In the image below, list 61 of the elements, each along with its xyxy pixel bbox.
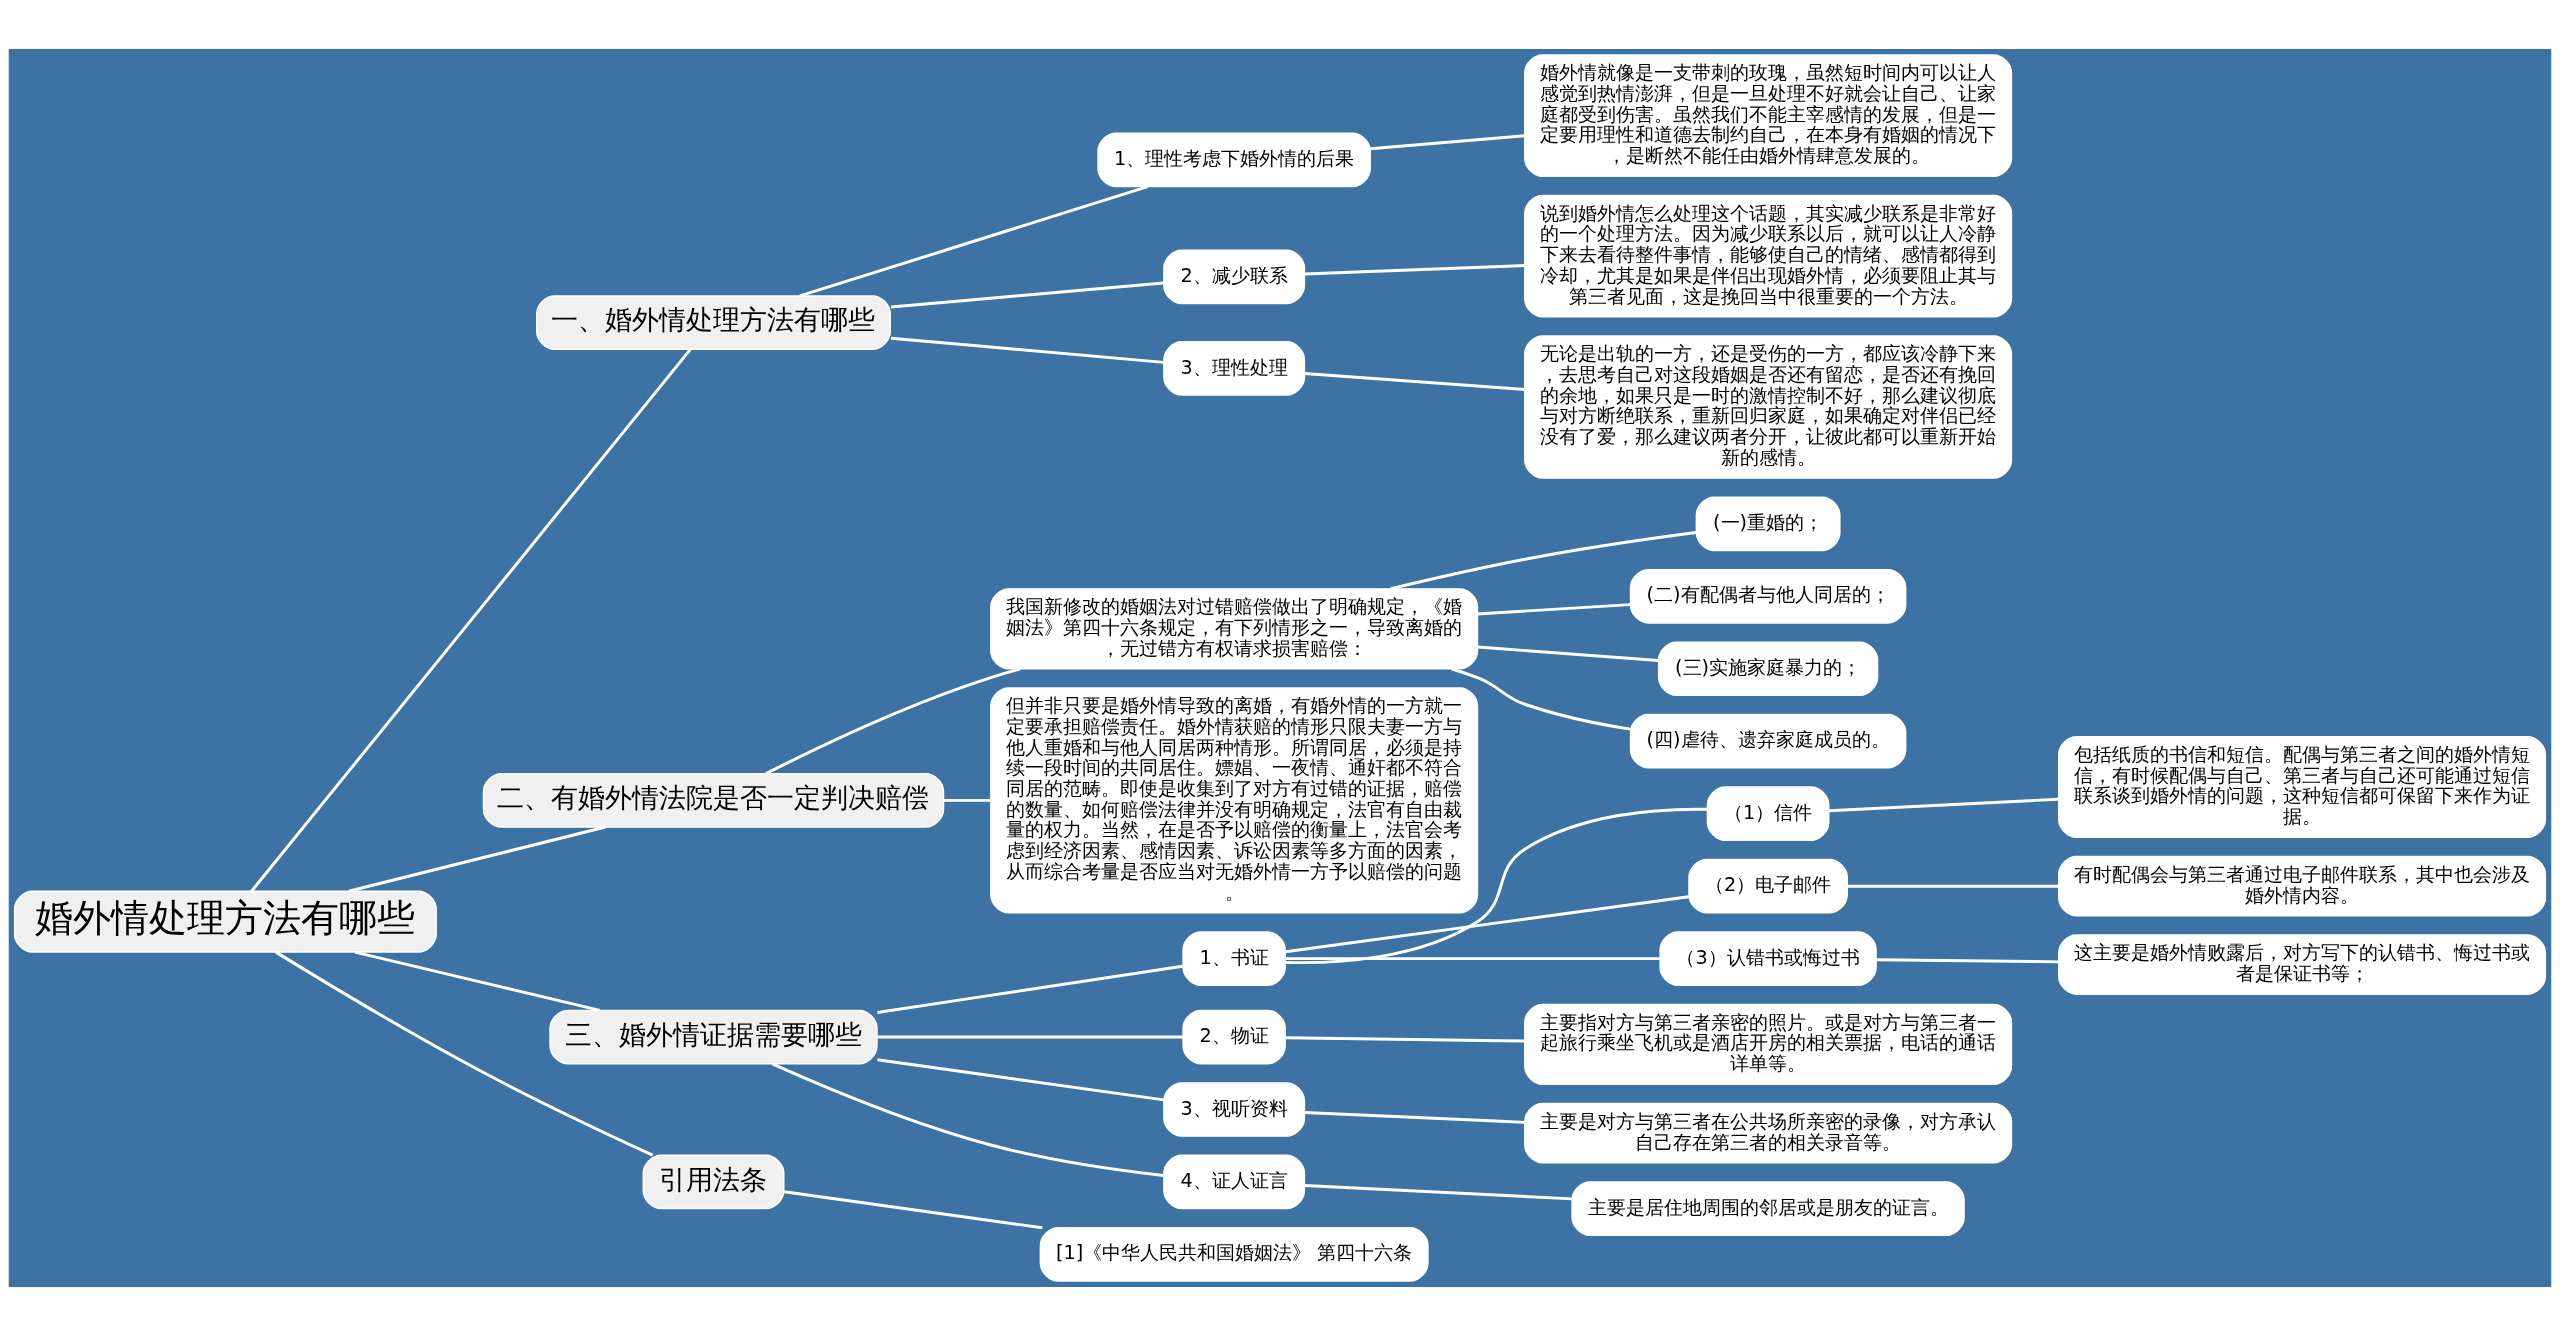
connector (1304, 1183, 1573, 1200)
node-box: 2、物证 (1182, 1009, 1286, 1064)
node-box: 婚外情就像是一支带刺的玫瑰，虽然短时间内可以让人感觉到热情澎湃，但是一旦处理不好就会让自己、让家庭都受到伤害。虽然我们不能主宰感情的发展，但是一定要用理性和道德去制约自己，在本身有婚姻的情况下，是断然不能任由婚外情肆意发展的。 (1524, 53, 2013, 177)
connector (890, 280, 1164, 308)
node-box: (四)虐待、遗弃家庭成员的。 (1629, 713, 1907, 769)
connector (1477, 602, 1631, 615)
connector (1390, 530, 1697, 590)
node-box: 4、证人证言 (1163, 1154, 1306, 1209)
connector (1477, 645, 1659, 662)
connector (890, 336, 1164, 364)
connector (1847, 884, 2059, 888)
node-box: 说到婚外情怎么处理这个话题，其实减少联系是非常好的一个处理方法。因为减少联系以后，就可以让人冷静下来去看待整件事情，能够使自己的情绪、感情都得到冷却，尤其是如果是伴侣出现婚外情，必须要阻止其与第三者见面，这是挽回当中很重要的一个方法。 (1524, 194, 2013, 317)
node-box: （1）信件 (1706, 785, 1830, 841)
node-box: (三)实施家庭暴力的； (1657, 640, 1879, 696)
node-box: 一、婚外情处理方法有哪些 (536, 294, 891, 350)
connector (1451, 666, 1631, 731)
node-box: 包括纸质的书信和短信。配偶与第三者之间的婚外情短信，有时候配偶与自己、第三者与自己还可能通过短信联系谈到婚外情的问题，这种短信都可保留下来作为证据。 (2058, 735, 2547, 838)
connector (1304, 1110, 1525, 1124)
connector (771, 1061, 1164, 1177)
node-box: 1、理性考虑下婚外情的后果 (1097, 132, 1371, 187)
connector (1304, 371, 1525, 391)
connector (1370, 133, 1525, 150)
connector (765, 666, 1021, 775)
connector (250, 348, 692, 892)
connector (799, 184, 1149, 297)
node-box: [1]《中华人民共和国婚姻法》 第四十六条 (1039, 1226, 1429, 1282)
node-box: 但并非只要是婚外情导致的离婚，有婚外情的一方就一定要承担赔偿责任。婚外情获赔的情形只限夫妻一方与他人重婚和与他人同居两种情形。所谓同居，必须是持续一段时间的共同居住。嫖娼、一夜情、通奸都不符合同居的范畴。即使是收集到了对方有过错的证据，赔偿的数量、如何赔偿法律并没有明确规定，法官有自由裁量的权力。当然，在是否予以赔偿的衡量上，法官会考虑到经济因素、感情因素、诉讼因素等多方面的因素，从而综合考量是否应当对无婚外情一方予以赔偿的问题。 (990, 686, 1479, 914)
node-box: 2、减少联系 (1163, 248, 1306, 304)
connector (1285, 894, 1689, 953)
connector (1828, 797, 2059, 812)
node-box: 3、理性处理 (1163, 340, 1306, 396)
connector (877, 1057, 1164, 1101)
connector (877, 1035, 1183, 1038)
node-box: 主要是对方与第三者在公共场所亲密的录像，对方承认自己存在第三者的相关录音等。 (1524, 1102, 2013, 1163)
connector (877, 964, 1183, 1014)
node-box: 无论是出轨的一方，还是受伤的一方，都应该冷静下来，去思考自己对这段婚姻是否还有留恋，是否还有挽回的余地，如果只是一时的激情控制不好，那么建议彻底与对方断绝联系，重新回归家庭，如果确定对伴侣已经没有了爱，那么建议两者分开，让彼此都可以重新开始新的感情。 (1524, 334, 2013, 479)
node-box: 这主要是婚外情败露后，对方写下的认错书、悔过书或者是保证书等； (2058, 933, 2547, 995)
connector (1876, 957, 2059, 963)
connector (354, 950, 601, 1012)
node-box: 主要是居住地周围的邻居或是朋友的证言。 (1571, 1180, 1965, 1236)
node-box: 二、有婚外情法院是否一定判决赔偿 (482, 772, 945, 828)
connector (784, 1189, 1043, 1229)
node-box: （3）认错书或悔过书 (1659, 930, 1877, 986)
node-box: 引用法条 (642, 1154, 785, 1209)
node-box: 1、书证 (1182, 930, 1286, 986)
node-box: (二)有配偶者与他人同居的； (1629, 568, 1907, 624)
connector (943, 798, 991, 802)
node-box: 三、婚外情证据需要哪些 (549, 1009, 878, 1064)
node-box: （2）电子邮件 (1688, 858, 1848, 914)
connector (1285, 956, 1660, 960)
node-box: 我国新修改的婚姻法对过错赔偿做出了明确规定，《婚姻法》第四十六条规定，有下列情形之一，导致离婚的，无过错方有权请求损害赔偿： (990, 587, 1479, 669)
node-box: 婚外情处理方法有哪些 (13, 890, 437, 953)
node-box: (一)重婚的； (1695, 495, 1841, 551)
connector (1304, 263, 1525, 276)
connector (348, 825, 606, 893)
connector (1285, 807, 1708, 964)
node-box: 主要指对方与第三者亲密的照片。或是对方与第三者一起旅行乘坐飞机或是酒店开房的相关票据，电话的通话详单等。 (1524, 1003, 2013, 1085)
connector (275, 950, 654, 1157)
node-box: 3、视听资料 (1163, 1081, 1306, 1137)
node-box: 有时配偶会与第三者通过电子邮件联系，其中也会涉及婚外情内容。 (2058, 855, 2547, 916)
connector (1285, 1035, 1525, 1043)
